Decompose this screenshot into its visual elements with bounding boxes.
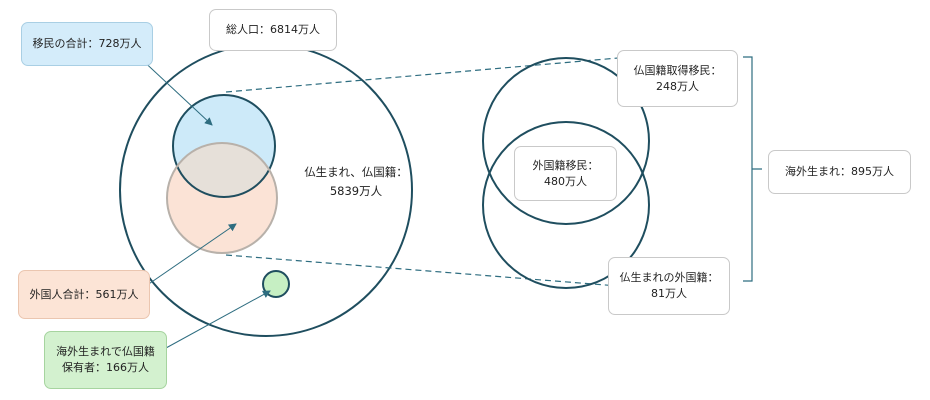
french-born-french-label: 仏生まれ、仏国籍： 5839万人 (296, 160, 416, 204)
foreign-born-french-line-2: 保有者：166万人 (62, 361, 149, 374)
naturalized-immigrants-line-2: 248万人 (656, 79, 699, 93)
immigrants-total-label: 移民の合計：728万人 (21, 22, 153, 66)
french-born-foreigners-label: 仏生まれの外国籍： 81万人 (608, 257, 730, 315)
immigrants-arrow (137, 55, 213, 126)
foreign-immigrants-line-1: 外国籍移民： (532, 158, 599, 172)
born-abroad-label: 海外生まれ：895万人 (768, 150, 911, 194)
overlap-region (173, 143, 275, 197)
foreigners-zoom-circle (482, 121, 650, 289)
total-population-label: 総人口：6814万人 (209, 9, 337, 51)
foreigners-total-label: 外国人合計：561万人 (18, 270, 150, 319)
foreigners-total-text: 外国人合計：561万人 (29, 287, 139, 301)
foreign-born-french-arrow (165, 290, 271, 349)
total-population-text: 総人口：6814万人 (226, 23, 320, 36)
naturalized-immigrants-label: 仏国籍取得移民： 248万人 (617, 50, 738, 107)
naturalized-immigrants-line-1: 仏国籍取得移民： (633, 63, 722, 77)
foreign-born-french-circle (262, 270, 290, 298)
foreign-born-french-label: 海外生まれで仏国籍 保有者：166万人 (44, 331, 167, 389)
foreigners-arrow (139, 223, 237, 291)
immigrants-total-text: 移民の合計：728万人 (32, 37, 142, 50)
naturalized-immigrants-circle (482, 57, 650, 225)
zoom-connector-top (225, 57, 619, 93)
foreign-immigrants-line-2: 480万人 (544, 174, 587, 188)
immigrants-circle-outline (172, 94, 276, 198)
foreigners-circle-outline (166, 142, 278, 254)
born-abroad-text: 海外生まれ：895万人 (785, 165, 894, 178)
zoom-connector-bottom (225, 254, 619, 287)
french-born-french-line-1: 仏生まれ、仏国籍： (304, 165, 408, 179)
foreign-born-french-line-1: 海外生まれで仏国籍 (56, 345, 155, 358)
french-born-foreigners-line-2: 81万人 (651, 287, 687, 300)
born-abroad-bracket (743, 56, 762, 282)
french-born-french-line-2: 5839万人 (329, 184, 383, 198)
french-born-foreigners-line-1: 仏生まれの外国籍： (619, 271, 719, 284)
foreign-immigrants-label: 外国籍移民： 480万人 (514, 146, 617, 201)
